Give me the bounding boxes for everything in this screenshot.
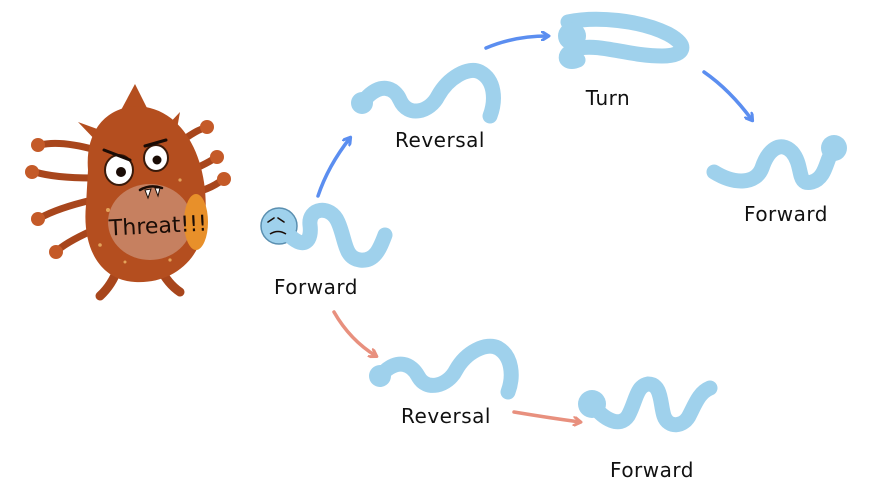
- threat-label: Threat!!!: [108, 211, 208, 242]
- worm-forward-start-icon: [260, 202, 393, 268]
- label-forward-bottom: Forward: [610, 458, 694, 482]
- threat-monster-icon: [25, 84, 231, 301]
- arrow-forward-to-reversal-bottom: [332, 310, 376, 356]
- label-forward-start: Forward: [274, 275, 358, 299]
- label-forward-top: Forward: [744, 202, 828, 226]
- label-reversal-top: Reversal: [395, 128, 485, 152]
- arrow-forward-to-reversal-top: [316, 138, 350, 198]
- label-turn: Turn: [585, 86, 631, 110]
- worm-turn-icon: [558, 11, 690, 69]
- arrow-turn-to-forward: [702, 70, 752, 120]
- worm-forward-top-icon: [706, 135, 847, 190]
- arrow-reversal-to-turn: [484, 36, 548, 50]
- label-reversal-bottom: Reversal: [401, 404, 491, 428]
- arrow-reversal-to-forward-bottom: [512, 410, 580, 422]
- worm-forward-bottom-icon: [578, 376, 718, 433]
- worm-reversal-top-icon: [351, 63, 501, 124]
- worm-reversal-bottom-icon: [369, 338, 519, 400]
